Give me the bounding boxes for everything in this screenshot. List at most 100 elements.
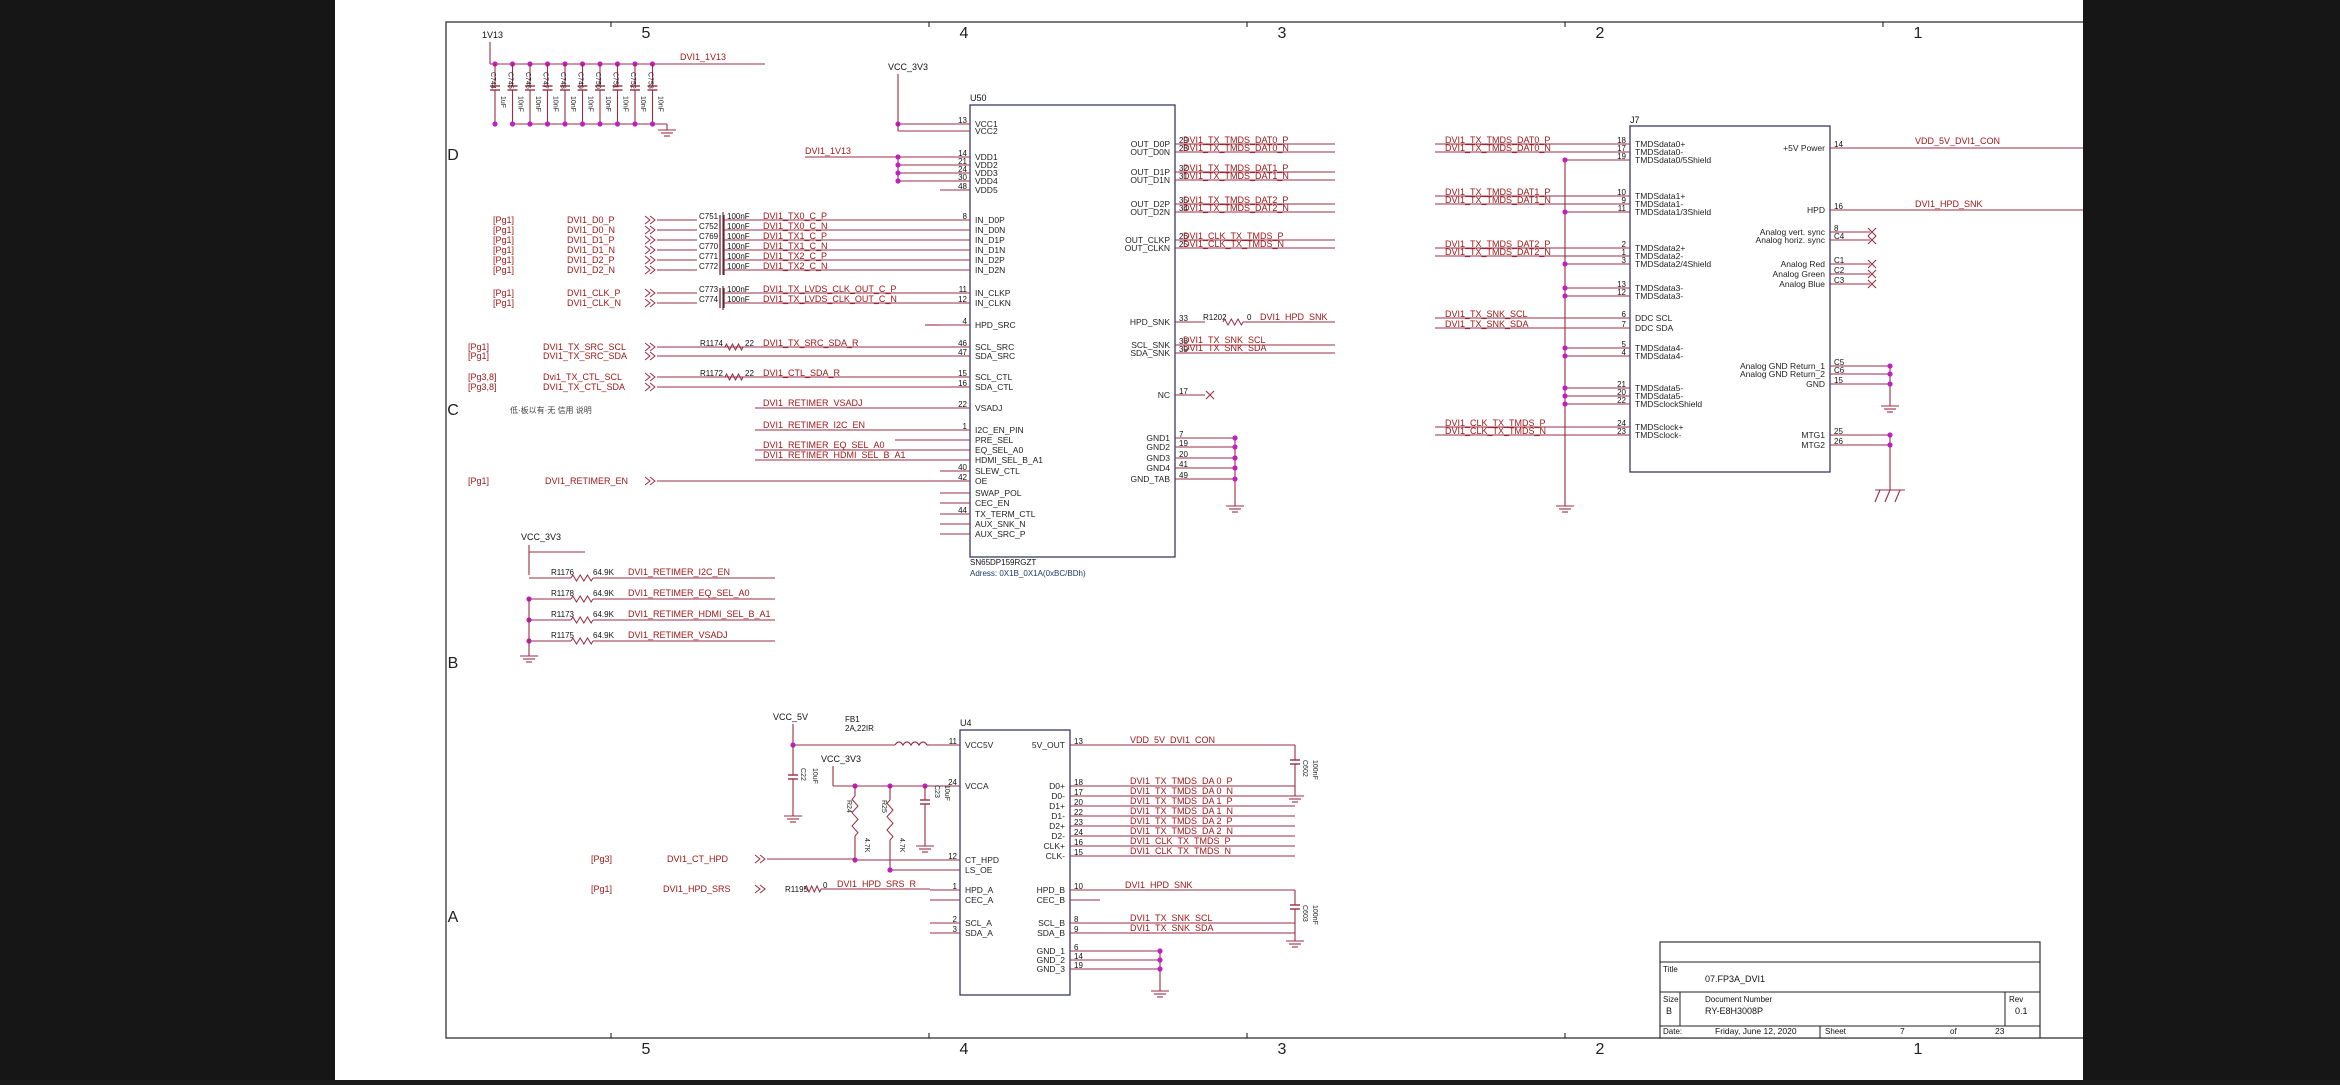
- resistor-symbol: [851, 795, 859, 837]
- j7-pin-number: 21: [1617, 380, 1626, 389]
- u50-pin-name: OUT_D1P: [1131, 167, 1171, 177]
- cap-value: 10nF: [639, 96, 646, 112]
- u4-pin-name: HPD_A: [965, 885, 994, 895]
- resistor-value: 64.9K: [593, 568, 615, 577]
- u50-pin-name: TX_TERM_CTL: [975, 509, 1036, 519]
- cap-ref: C23: [933, 785, 940, 798]
- offpage-connector: [754, 854, 766, 864]
- u4-pin-number: 13: [1074, 737, 1083, 746]
- cap-value: 100nF: [727, 232, 750, 241]
- cap-value: 10uF: [811, 768, 818, 784]
- net-label: DVI1_HPD_SRS_R: [837, 879, 917, 889]
- u4-pin-name: VCCA: [965, 781, 989, 791]
- u4-pin-name: D0-: [1051, 791, 1065, 801]
- u50-pin-number: 35: [1179, 196, 1188, 205]
- u50-pin-number: 39: [1179, 345, 1188, 354]
- u50-pin-name: AUX_SRC_P: [975, 529, 1026, 539]
- j7-pin-number: 24: [1617, 419, 1626, 428]
- u50-pin-name: GND3: [1146, 453, 1170, 463]
- net-label: DVI1_TX_SRC_SDA: [543, 351, 627, 361]
- page-ref-tag: [Pg1]: [493, 245, 514, 255]
- cap-value: 100nF: [727, 295, 750, 304]
- u50-pin-number: 25: [1179, 240, 1188, 249]
- net-label: DVI1_CTL_SDA_R: [763, 368, 841, 378]
- u50-pin-name: OUT_CLKN: [1125, 243, 1170, 253]
- u4-pin-name: CEC_B: [1037, 895, 1066, 905]
- docnum-value: RY-E8H3008P: [1705, 1006, 1763, 1016]
- junction-dot: [1562, 157, 1568, 163]
- resistor-value: 22: [745, 339, 754, 348]
- j7-pin-number: 3: [1622, 256, 1627, 265]
- u50-pin-name: VDD3: [975, 168, 998, 178]
- net-label: DVI1_HPD_SNK: [1260, 312, 1328, 322]
- j7-pin-number: 26: [1834, 437, 1843, 446]
- u50-pin-name: OUT_D2N: [1130, 207, 1170, 217]
- u50-pin-number: 34: [1179, 204, 1188, 213]
- net-label: DVI1_TX_LVDS_CLK_OUT_C_N: [763, 294, 897, 304]
- u50-pin-number: 33: [1179, 314, 1188, 323]
- schematic-page[interactable]: 5544332211DCBADCEA1V13DVI1_1V13C7441uFC7…: [335, 0, 2340, 1080]
- border-column-label: 5: [642, 25, 651, 42]
- j7-pin-name: TMDSclockShield: [1635, 399, 1702, 409]
- u4-pin-number: 18: [1074, 778, 1083, 787]
- net-label: DVI1_RETIMER_HDMI_SEL_B_A1: [763, 450, 906, 460]
- j7-pin-name: Analog Red: [1781, 259, 1826, 269]
- u50-pin-number: 12: [958, 295, 967, 304]
- u4-pin-number: 11: [949, 737, 958, 746]
- j7-pin-number: 2: [1622, 240, 1627, 249]
- u50-pin-name: IN_D1P: [975, 235, 1005, 245]
- junction-dot: [1562, 385, 1568, 391]
- u4-pin-name: D2-: [1051, 831, 1065, 841]
- border-column-label: 3: [1278, 25, 1287, 42]
- net-label: DVI1_TX_TMDS_DAT0_P: [1183, 135, 1288, 145]
- u50-pin-number: 15: [958, 369, 967, 378]
- u50-pin-number: 8: [963, 212, 968, 221]
- junction-dot: [597, 121, 603, 127]
- border-column-label: 3: [1278, 1041, 1287, 1058]
- offpage-connector: [644, 372, 656, 382]
- cap-value: 10nF: [604, 96, 611, 112]
- u4-pin-number: 16: [1074, 838, 1083, 847]
- net-label: DVI1_TX0_C_P: [763, 211, 827, 221]
- cap-ref: C749: [577, 72, 584, 89]
- u4-pin-number: 10: [1074, 882, 1083, 891]
- u50-pin-number: 19: [1179, 439, 1188, 448]
- junction-dot: [1562, 345, 1568, 351]
- cap-ref: C770: [699, 242, 719, 251]
- resistor-symbol: [724, 342, 744, 352]
- page-ref-tag: [Pg1]: [493, 265, 514, 275]
- j7-pin-number: 23: [1617, 427, 1626, 436]
- offpage-connector: [644, 245, 656, 255]
- u50-pin-name: VDD4: [975, 176, 998, 186]
- u50-pin-number: 21: [958, 157, 967, 166]
- offpage-connector: [644, 351, 656, 361]
- net-label: DVI1_TX_SRC_SDA_R: [763, 338, 859, 348]
- u50-pin-number: 20: [1179, 450, 1188, 459]
- u50-pin-name: OE: [975, 476, 988, 486]
- cap-value: 10nF: [534, 96, 541, 112]
- u50-pin-number: 30: [958, 173, 967, 182]
- junction-dot: [1887, 363, 1893, 369]
- u4-pin-number: 17: [1074, 788, 1083, 797]
- j7-pin-number: 18: [1617, 136, 1626, 145]
- cap-value: 100nF: [727, 222, 750, 231]
- j7-pin-name: DDC SDA: [1635, 323, 1674, 333]
- total-value: 23: [1995, 1026, 2005, 1036]
- u50-pin-name: VCC1: [975, 119, 998, 129]
- net-label: DVI1_TX_TMDS_DAT2_P: [1445, 239, 1550, 249]
- net-label: DVI1_TX_SNK_SDA: [1183, 343, 1267, 353]
- cap-ref: C750: [594, 72, 601, 89]
- junction-dot: [1562, 353, 1568, 359]
- page-ref-tag: [Pg1]: [493, 235, 514, 245]
- junction-dot: [1562, 401, 1568, 407]
- junction-dot: [1562, 209, 1568, 215]
- net-label: DVI1_D1_N: [567, 245, 615, 255]
- j7-pin-number: 14: [1834, 140, 1843, 149]
- resistor-value: 64.9K: [593, 589, 615, 598]
- j7-pin-name: TMDSdata1+: [1635, 191, 1685, 201]
- border-row-label: B: [448, 655, 459, 672]
- cap-ref: C751: [699, 212, 719, 221]
- j7-pin-number: 25: [1834, 427, 1843, 436]
- j7-pin-name: TMDSclock-: [1635, 430, 1681, 440]
- cap-value: 100nF: [727, 285, 750, 294]
